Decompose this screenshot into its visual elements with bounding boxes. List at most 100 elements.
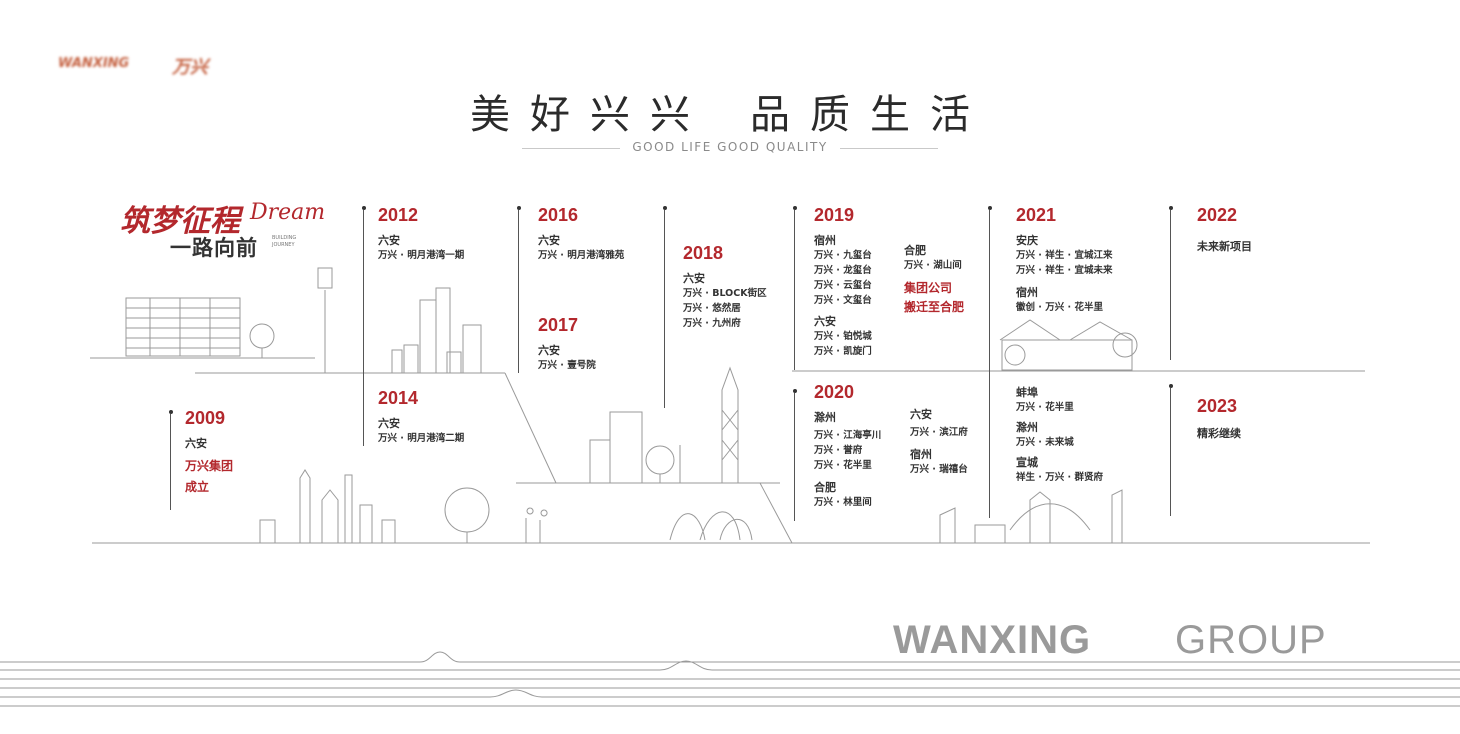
city-label: 六安 — [683, 272, 705, 285]
timeline-2016: 2016 六安 万兴 · 明月港湾雅苑 — [538, 205, 624, 263]
project-item: 未来新项目 — [1197, 240, 1252, 253]
marker-dot — [1169, 384, 1173, 388]
project-item: 万兴 · 文玺台 — [814, 295, 872, 306]
milestone-note: 成立 — [185, 480, 210, 494]
marker-dot — [169, 410, 173, 414]
title-part-2: 品质生活 — [750, 92, 990, 138]
city-label: 合肥 — [814, 481, 836, 494]
timeline-2019-hefei: 合肥 万兴 · 湖山间 集团公司 搬迁至合肥 — [904, 242, 964, 315]
milestone-note: 万兴集团 — [185, 459, 234, 473]
timeline-2020-right: 六安 万兴 · 滨江府 宿州 万兴 · 瑞禧台 — [910, 406, 968, 477]
marker-line — [170, 414, 171, 510]
timeline-2021-lower: 蚌埠 万兴 · 花半里 滁州 万兴 · 未来城 宣城 祥生 · 万兴 · 群贤府 — [1016, 384, 1103, 485]
title-part-1: 美好兴兴 — [470, 92, 710, 138]
year-label: 2022 — [1197, 205, 1238, 225]
city-label: 合肥 — [904, 244, 926, 257]
project-item: 万兴 · 九玺台 — [814, 250, 872, 261]
timeline-2009: 2009 六安 万兴集团 成立 — [185, 408, 233, 495]
year-label: 2009 — [185, 408, 226, 428]
city-label: 滁州 — [1016, 421, 1038, 434]
timeline-2022: 2022 未来新项目 — [1197, 205, 1252, 254]
marker-line — [989, 210, 990, 518]
marker-dot — [988, 206, 992, 210]
company-logo-text: WANXING — [58, 56, 130, 71]
city-label: 六安 — [538, 234, 560, 247]
city-label: 宣城 — [1016, 456, 1038, 469]
city-label: 六安 — [538, 344, 560, 357]
project-item: 万兴 · 滨江府 — [910, 427, 968, 438]
year-label: 2021 — [1016, 205, 1057, 225]
project-item: 万兴 · 未来城 — [1016, 437, 1074, 448]
marker-line — [1170, 388, 1171, 516]
city-label: 六安 — [814, 315, 836, 328]
city-label: 六安 — [378, 417, 400, 430]
project-item: 万兴 · 花半里 — [814, 460, 872, 471]
timeline-2014: 2014 六安 万兴 · 明月港湾二期 — [378, 388, 464, 446]
marker-line — [1170, 210, 1171, 360]
year-label: 2017 — [538, 315, 579, 335]
project-item: 万兴 · 湖山间 — [904, 260, 962, 271]
dream-small-2: JOURNEY — [272, 242, 295, 248]
project-item: 万兴 · 壹号院 — [538, 360, 596, 371]
marker-line — [794, 210, 795, 370]
project-item: 精彩继续 — [1197, 427, 1241, 440]
year-label: 2020 — [814, 382, 855, 402]
project-item: 万兴 · 九州府 — [683, 318, 741, 329]
year-label: 2023 — [1197, 396, 1238, 416]
marker-dot — [663, 206, 667, 210]
year-label: 2019 — [814, 205, 855, 225]
company-logo-mark: 万兴 — [172, 57, 208, 78]
marker-line — [664, 210, 665, 408]
project-item: 万兴 · 誉府 — [814, 445, 863, 456]
project-item: 徽创 · 万兴 · 花半里 — [1016, 302, 1103, 313]
city-label: 安庆 — [1016, 234, 1038, 247]
project-item: 祥生 · 万兴 · 群贤府 — [1016, 472, 1103, 483]
timeline-2019: 2019 宿州 万兴 · 九玺台 万兴 · 龙玺台 万兴 · 云玺台 万兴 · … — [814, 205, 872, 359]
dream-subtitle: 一路向前 — [170, 236, 258, 260]
dream-small-1: BUILDING — [272, 235, 297, 241]
project-item: 万兴 · 凯旋门 — [814, 346, 872, 357]
marker-line — [794, 393, 795, 521]
city-label: 宿州 — [814, 234, 836, 247]
project-item: 万兴 · 云玺台 — [814, 280, 872, 291]
project-item: 万兴 · 林里间 — [814, 497, 872, 508]
page-subtitle: GOOD LIFE GOOD QUALITY — [632, 140, 828, 154]
timeline-2017: 2017 六安 万兴 · 壹号院 — [538, 315, 596, 373]
year-label: 2014 — [378, 388, 419, 408]
timeline-2023: 2023 精彩继续 — [1197, 396, 1241, 441]
subtitle-rule-right — [840, 148, 938, 149]
city-label: 滁州 — [814, 411, 836, 424]
brand-word-wanxing: WANXING — [893, 618, 1092, 662]
project-item: 万兴 · 明月港湾一期 — [378, 250, 465, 261]
marker-line — [518, 210, 519, 373]
project-item: 万兴 · 铂悦城 — [814, 331, 872, 342]
city-label: 宿州 — [910, 448, 932, 461]
dream-title-cn: 筑梦征程 — [120, 204, 240, 239]
dream-small-label: BUILDING JOURNEY — [272, 235, 296, 249]
project-item: 万兴 · 悠然居 — [683, 303, 741, 314]
project-item: 万兴 · 祥生 · 宜城江来 — [1016, 250, 1113, 261]
project-item: 万兴 · 龙玺台 — [814, 265, 872, 276]
timeline-2018: 2018 六安 万兴 · BLOCK街区 万兴 · 悠然居 万兴 · 九州府 — [683, 243, 767, 331]
subtitle-rule-left — [522, 148, 620, 149]
year-label: 2012 — [378, 205, 419, 225]
year-label: 2016 — [538, 205, 579, 225]
timeline-2020: 2020 滁州 万兴 · 江海亭川 万兴 · 誉府 万兴 · 花半里 合肥 万兴… — [814, 382, 881, 510]
marker-dot — [517, 206, 521, 210]
timeline-2012: 2012 六安 万兴 · 明月港湾一期 — [378, 205, 464, 263]
city-label: 蚌埠 — [1016, 386, 1038, 399]
project-item: 万兴 · 明月港湾雅苑 — [538, 250, 625, 261]
brand-word-group: GROUP — [1175, 618, 1327, 662]
project-item: 万兴 · 瑞禧台 — [910, 464, 968, 475]
marker-dot — [362, 206, 366, 210]
project-item: 万兴 · 花半里 — [1016, 402, 1074, 413]
marker-dot — [793, 206, 797, 210]
marker-line — [363, 210, 364, 446]
dream-title-en: Dream — [250, 200, 326, 225]
project-item: 万兴 · 明月港湾二期 — [378, 433, 465, 444]
marker-dot — [793, 389, 797, 393]
city-label: 宿州 — [1016, 286, 1038, 299]
city-label: 六安 — [378, 234, 400, 247]
project-item: 万兴 · 江海亭川 — [814, 430, 882, 441]
